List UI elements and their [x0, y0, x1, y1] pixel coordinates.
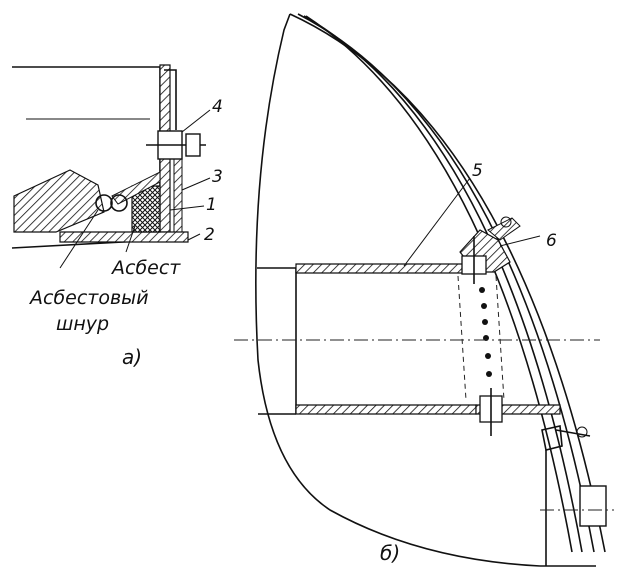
lower-clamp	[541, 425, 563, 451]
label-4: 4	[212, 97, 223, 117]
rivet-top	[500, 216, 512, 228]
detail-a: 4 3 1 2 Асбест Асбестовый шнур а)	[11, 64, 223, 369]
pipe-wall-bottom	[295, 404, 477, 415]
label-sub-b: б)	[380, 541, 400, 565]
label-asbest-cord-1: Асбестовый	[28, 287, 149, 309]
leader-asbest	[125, 225, 136, 253]
label-5: 5	[472, 161, 483, 181]
wedge-section	[13, 169, 105, 233]
pipe-wall-top	[295, 263, 477, 274]
label-sub-a: а)	[122, 345, 142, 369]
leader-5	[403, 177, 471, 267]
leader-1	[169, 205, 205, 211]
label-asbest: Асбест	[110, 257, 181, 279]
label-1: 1	[206, 195, 217, 215]
body-outline	[255, 13, 541, 567]
bolt-head	[185, 133, 201, 157]
shell-arc-3	[303, 15, 583, 553]
perforation-holes	[479, 287, 492, 377]
shell-arc-2	[297, 13, 595, 553]
perforation-left	[457, 275, 467, 401]
asbestos-cord-2	[110, 194, 128, 212]
clamp-6	[487, 217, 521, 241]
base-plate	[59, 231, 189, 243]
leader-6	[499, 235, 541, 247]
lower-bolt	[555, 429, 591, 437]
leader-4	[181, 109, 211, 133]
leader-cord	[59, 209, 99, 269]
label-2: 2	[204, 225, 215, 245]
shell-arc-outer	[289, 13, 606, 553]
perforation-right	[495, 275, 505, 401]
label-6: 6	[546, 231, 557, 251]
rivet-bottom	[576, 426, 588, 438]
clamp-upper	[164, 69, 177, 130]
leader-2	[187, 233, 201, 241]
side-plate	[579, 485, 607, 527]
shell-arc-inner	[305, 15, 573, 553]
label-asbest-cord-2: шнур	[56, 313, 109, 335]
detail-b: 5 6 б)	[234, 13, 614, 567]
leader-3	[181, 177, 211, 191]
label-3: 3	[212, 167, 223, 187]
asbestos-cord-1	[95, 194, 113, 212]
